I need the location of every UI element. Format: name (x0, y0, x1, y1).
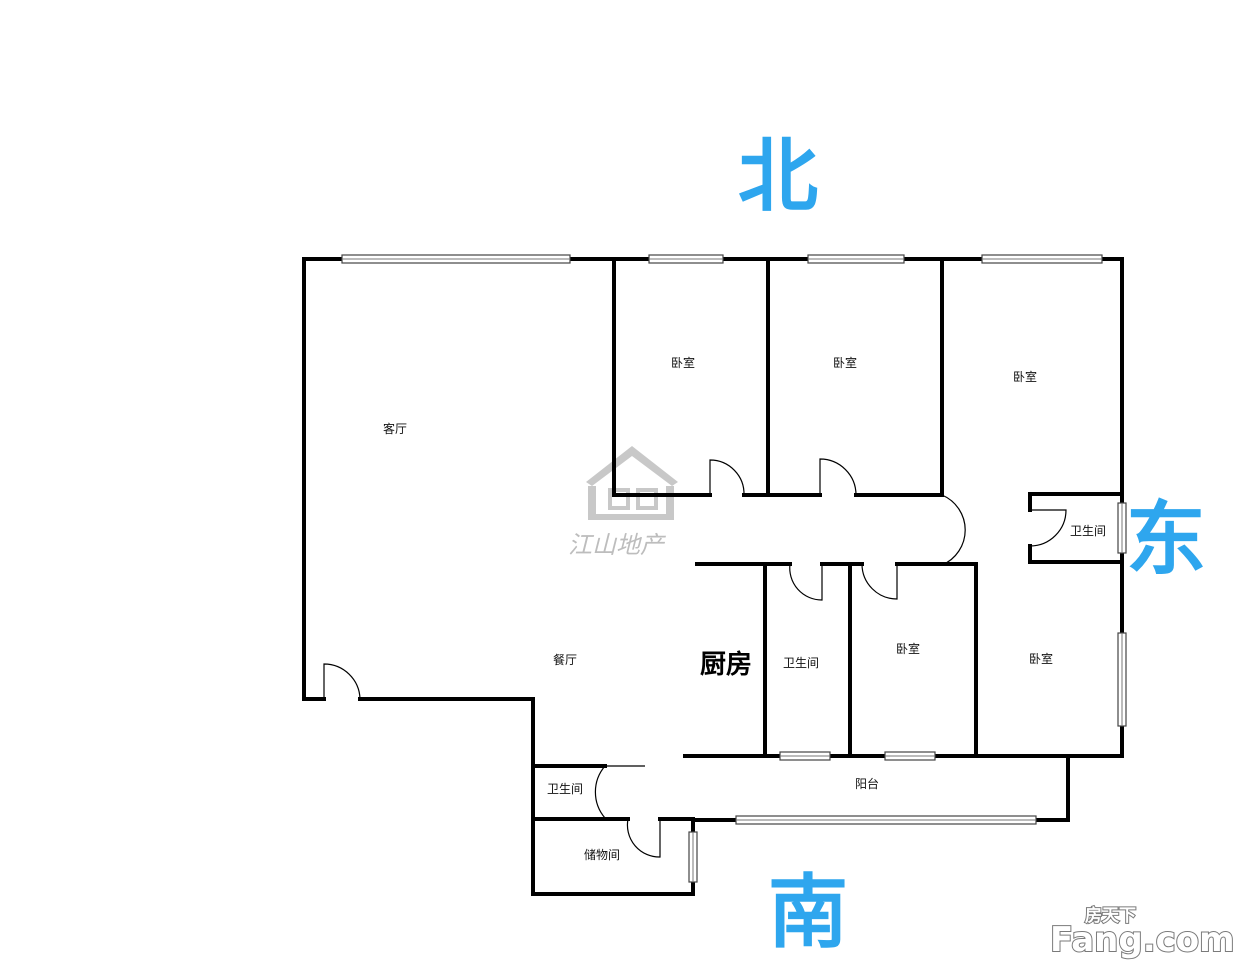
room-bedroom-2: 卧室 (833, 355, 857, 370)
brand-logo: 房天下 Fang.com (1049, 904, 1236, 961)
brand-chinese: 房天下 (1085, 905, 1136, 926)
room-bedroom-3: 卧室 (1013, 369, 1037, 384)
compass-east: 东 (1126, 493, 1206, 586)
compass-south: 南 (768, 866, 848, 959)
room-balcony: 阳台 (855, 776, 879, 791)
room-bathroom-east: 卫生间 (1070, 524, 1106, 538)
room-living: 客厅 (383, 421, 407, 436)
room-bathroom-middle: 卫生间 (783, 656, 819, 670)
brand-latin: Fang.com (1050, 920, 1235, 960)
room-bedroom-4: 卧室 (896, 641, 920, 656)
doors (323, 458, 1067, 858)
room-bathroom-south: 卫生间 (547, 782, 583, 796)
room-bedroom-1: 卧室 (671, 355, 695, 370)
watermark-company: 江山地产 (568, 531, 666, 559)
room-dining: 餐厅 (553, 652, 577, 667)
room-bedroom-5: 卧室 (1029, 651, 1053, 666)
room-kitchen: 厨房 (700, 650, 752, 680)
windows (341, 254, 1127, 883)
company-logo: 江山地产 (568, 446, 678, 559)
walls (302, 257, 1124, 896)
house-icon (586, 446, 678, 520)
compass-north: 北 (738, 130, 818, 223)
room-storage: 储物间 (584, 847, 620, 862)
